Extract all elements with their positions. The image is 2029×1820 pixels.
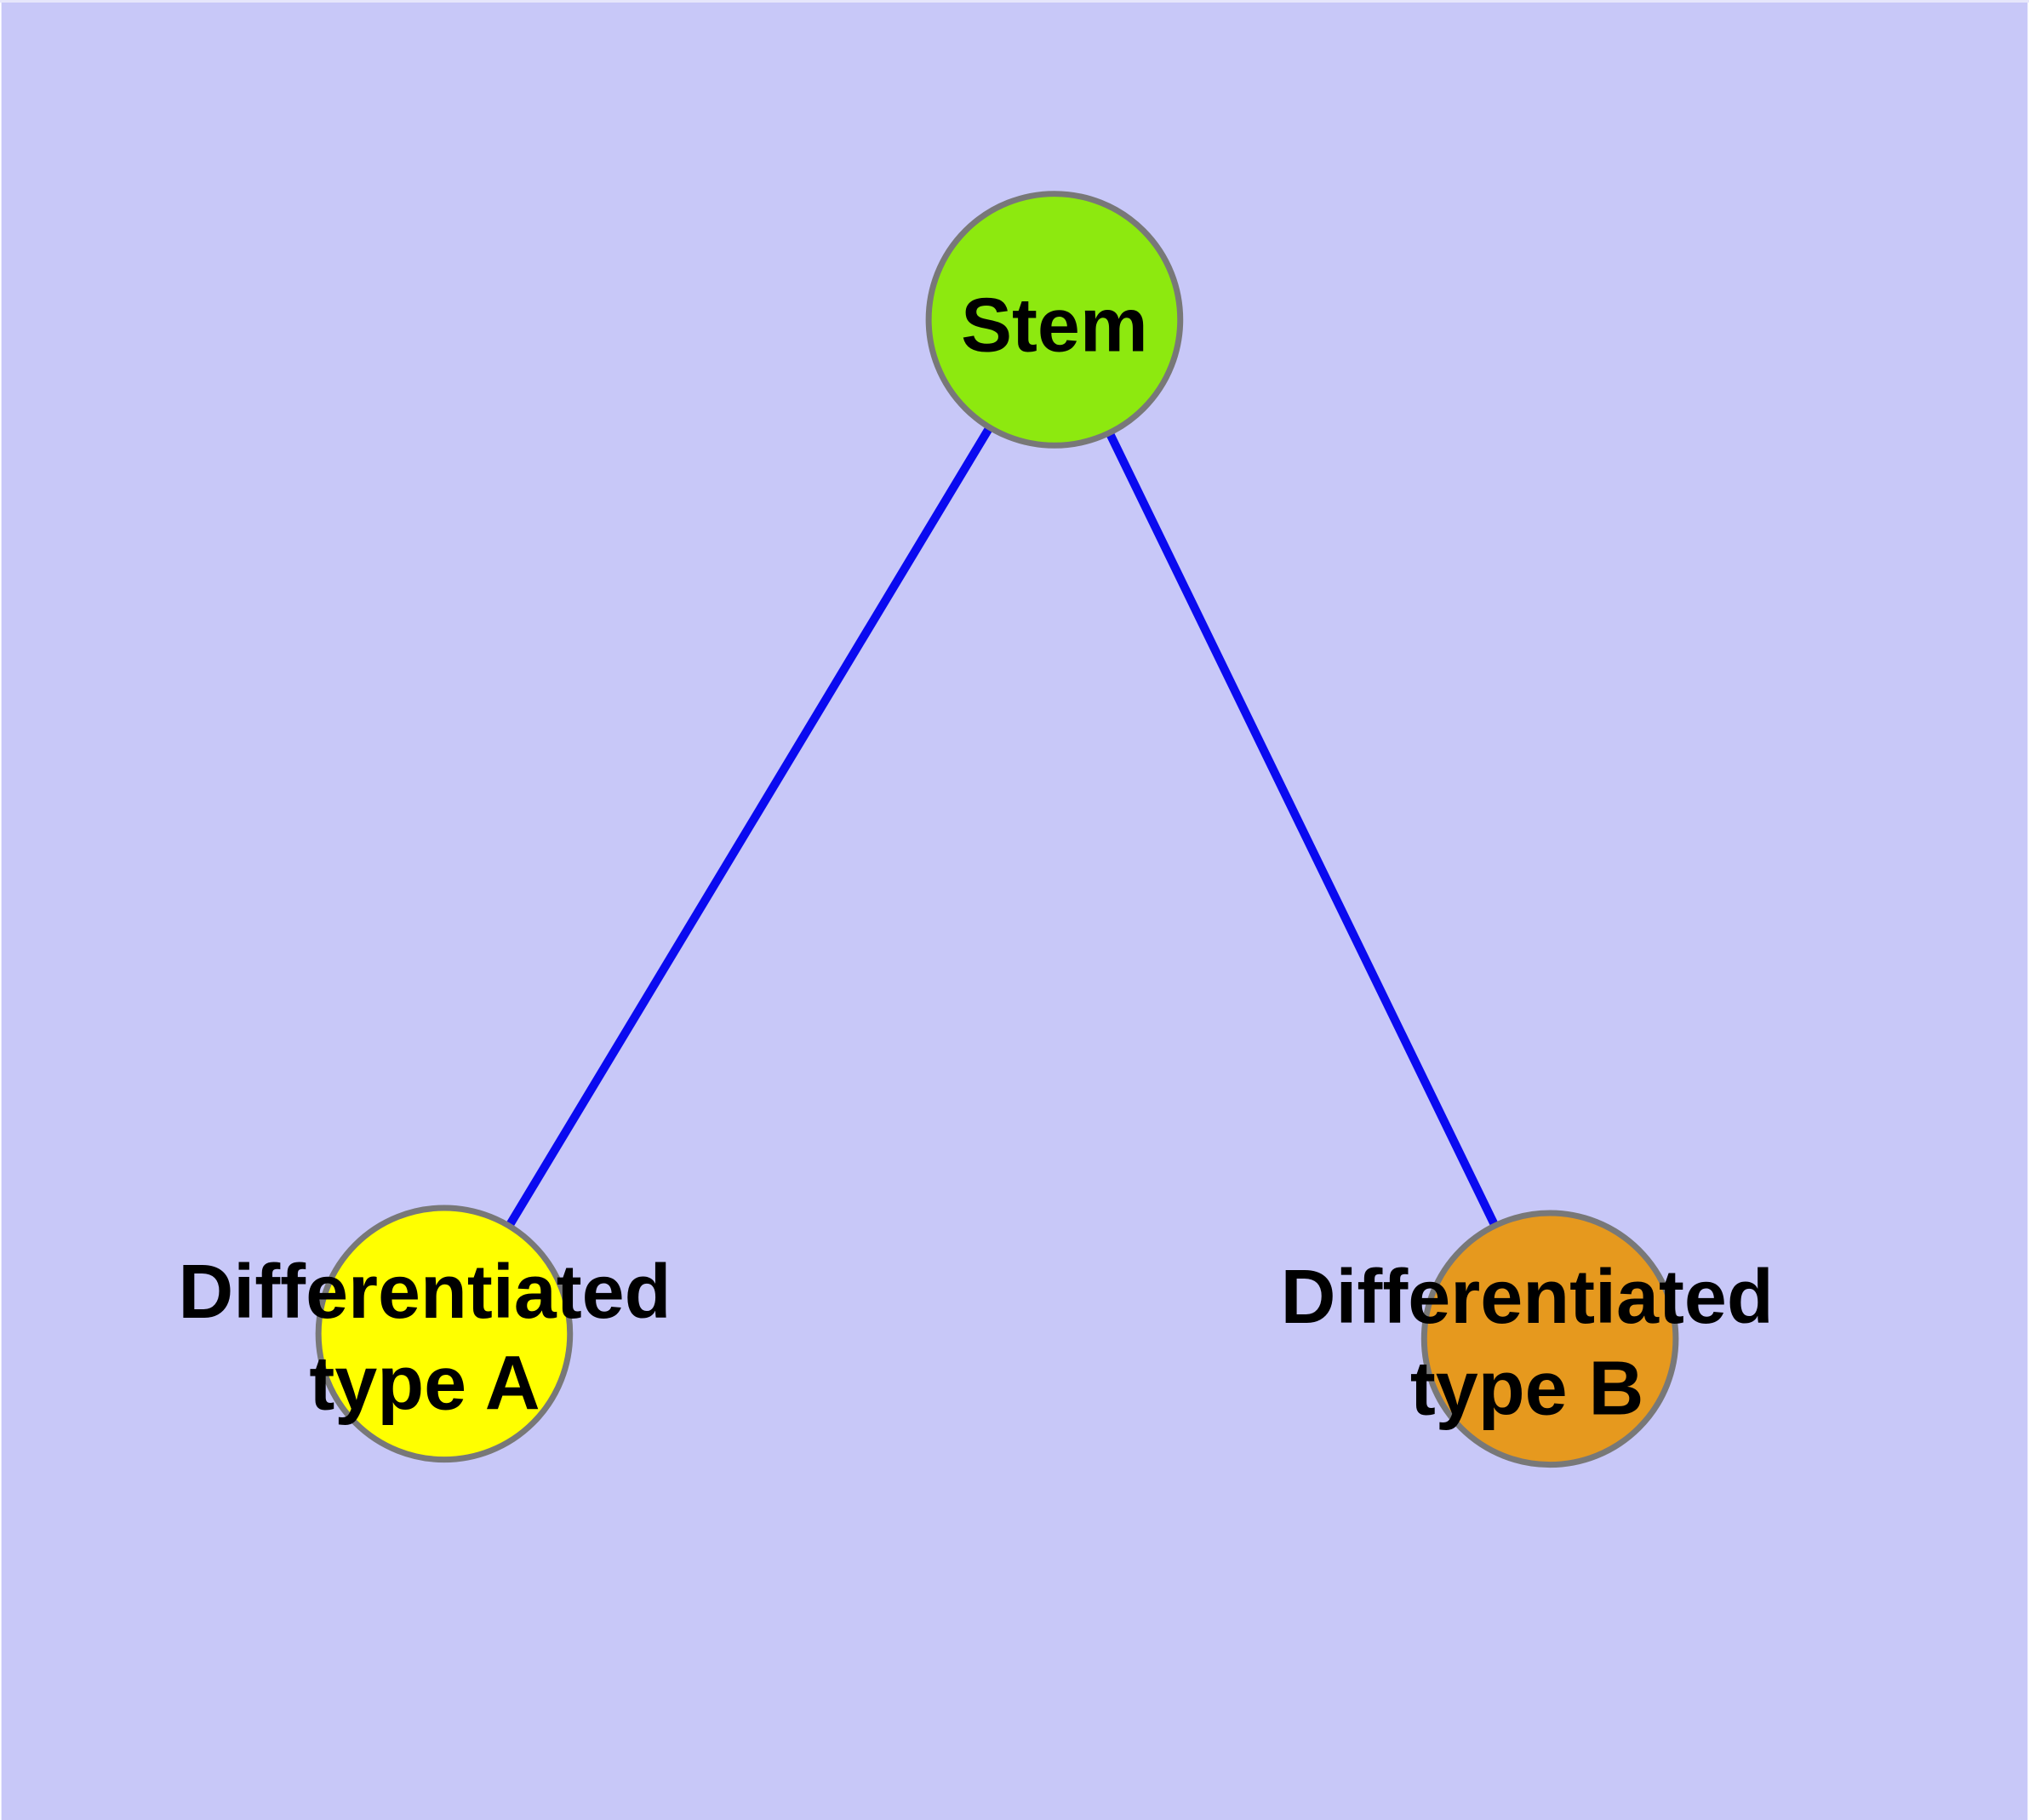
node-differentiated-type-b [1420, 1210, 1679, 1468]
graph-svg: Stem Differentiated type A Differentiate… [1, 3, 2028, 1820]
node-differentiated-type-a [315, 1205, 574, 1463]
edge-stem-to-type-b [1050, 318, 1554, 1341]
node-stem [925, 191, 1184, 449]
node-type-b-label-line2: type B [1410, 1347, 1644, 1432]
node-type-b-label-line1: Differentiated [1281, 1255, 1774, 1340]
node-stem-label: Stem [961, 283, 1148, 368]
node-type-a-label-line2: type A [309, 1342, 540, 1427]
node-type-a-label-line1: Differentiated [178, 1250, 671, 1335]
edge-stem-to-type-a [440, 317, 1059, 1336]
